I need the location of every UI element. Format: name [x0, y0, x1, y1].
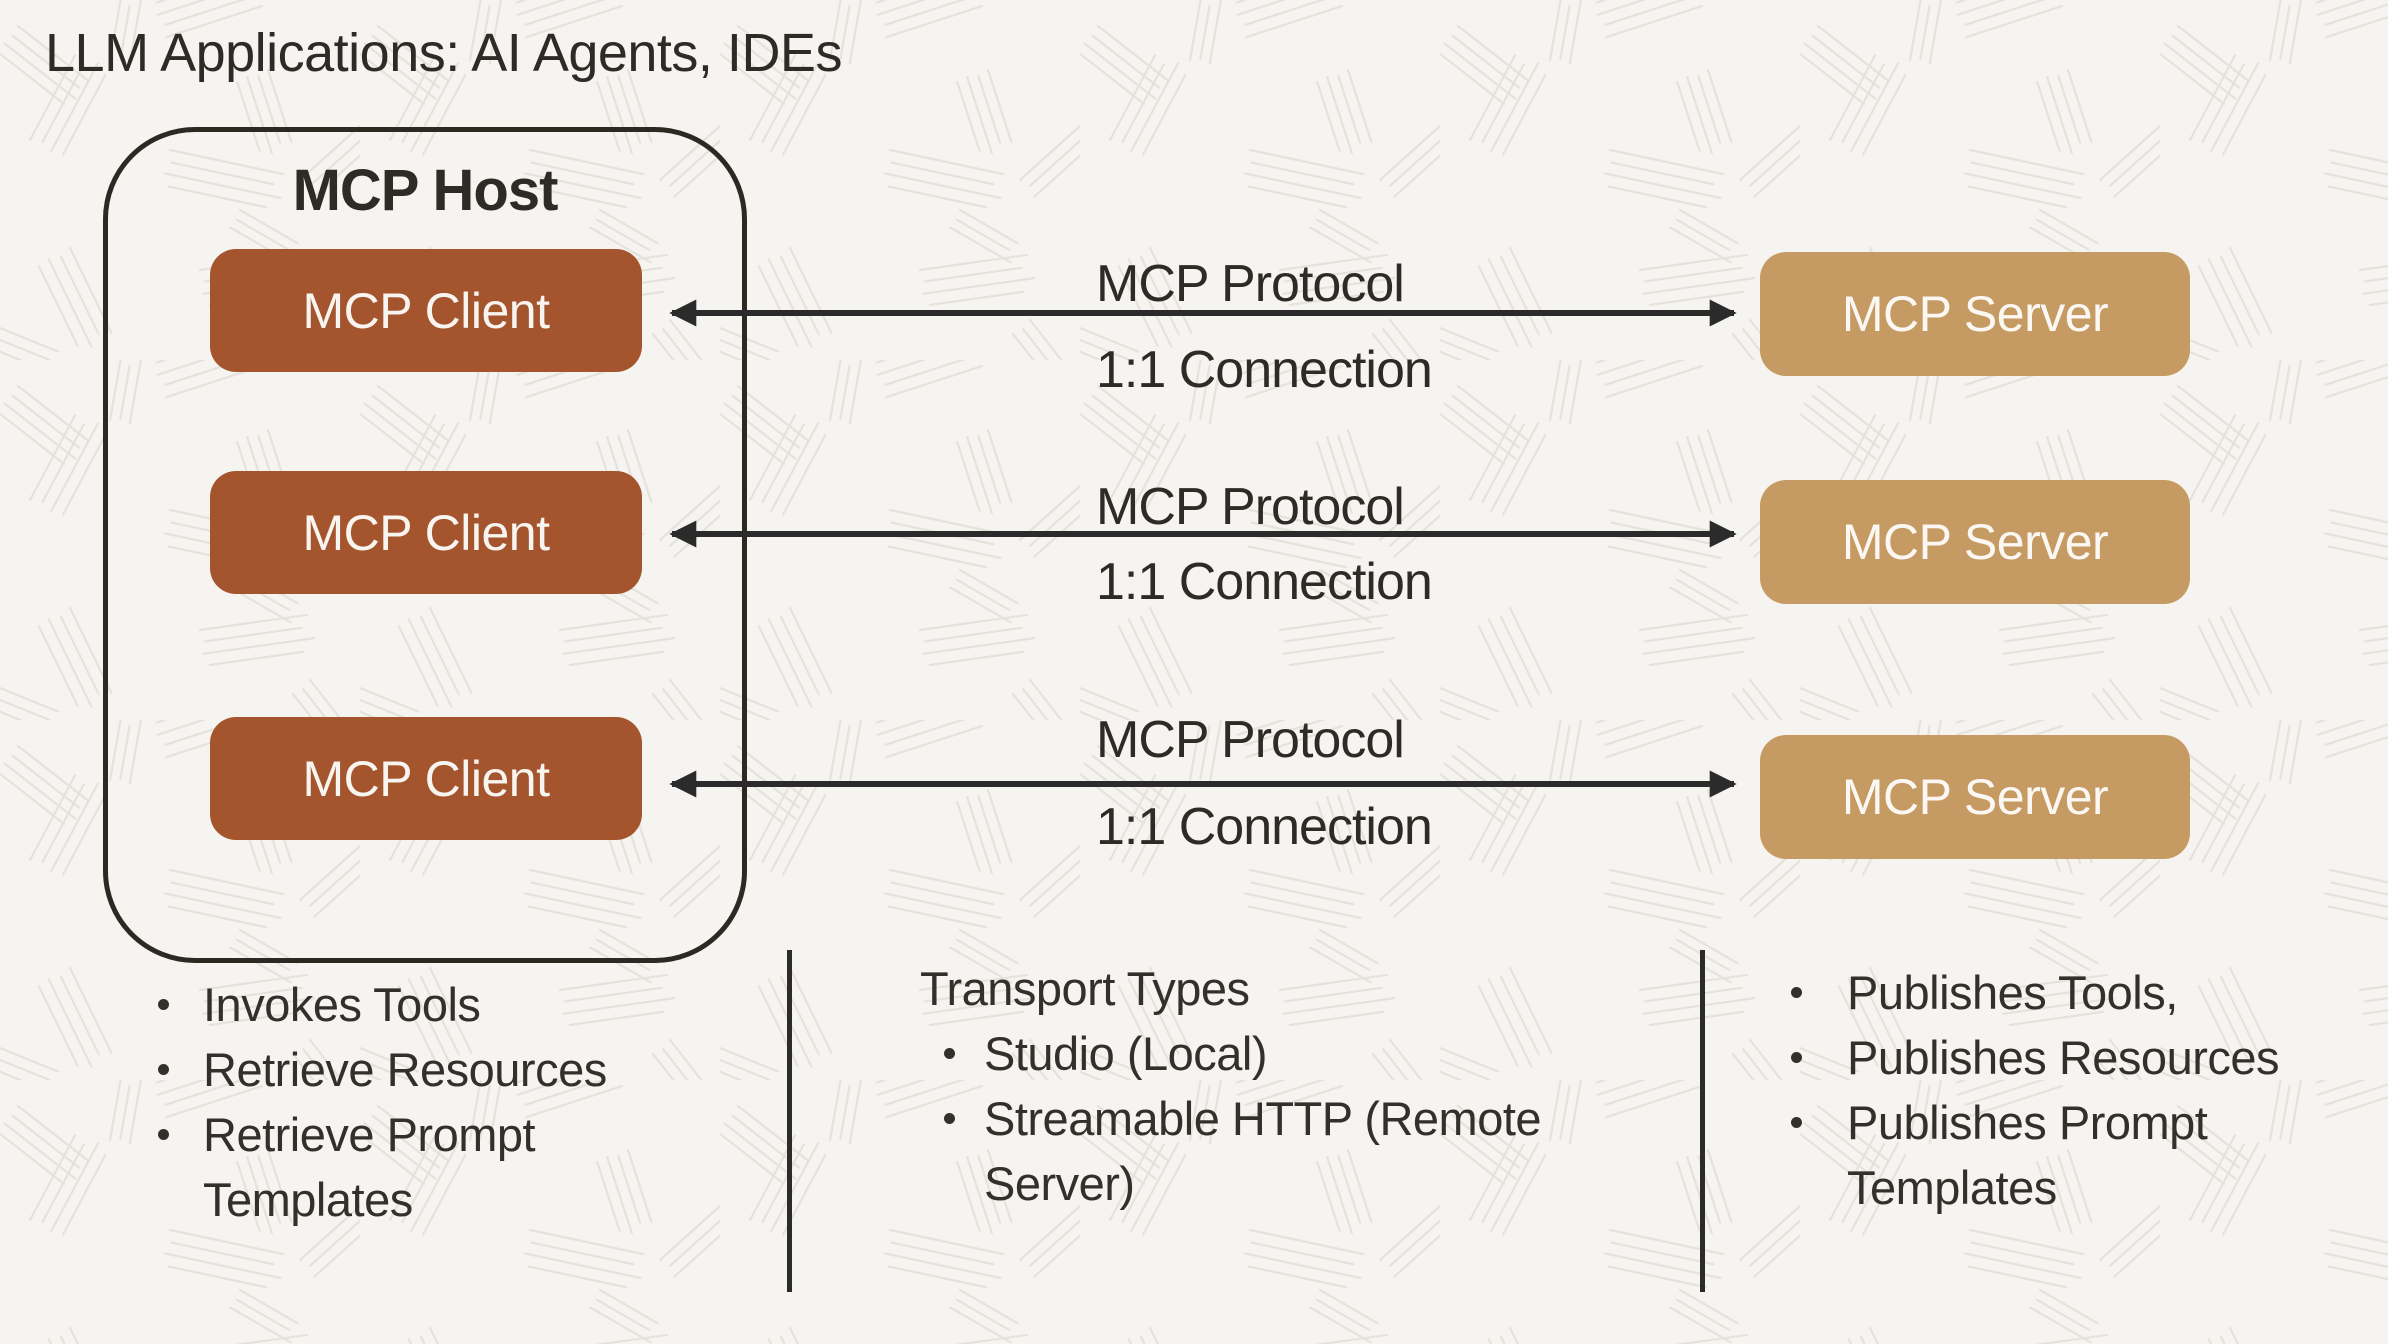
list-item-text: Publishes Tools, — [1847, 966, 2178, 1019]
transport-types-heading: Transport Types — [920, 962, 1250, 1015]
transport-types-column: Transport Types Studio (Local) Streamabl… — [920, 956, 1620, 1216]
list-item: Invokes Tools — [140, 972, 720, 1037]
mcp-server-box-1: MCP Server — [1760, 252, 2190, 376]
bullet-icon — [944, 1048, 955, 1059]
connection-type-label-2: 1:1 Connection — [1096, 553, 1433, 611]
list-item-text: Publishes Resources — [1847, 1031, 2280, 1084]
server-capabilities-list: Publishes Tools, Publishes Resources Pub… — [1785, 960, 2345, 1220]
list-item: Studio (Local) — [920, 1021, 1620, 1086]
bullet-icon — [1791, 1117, 1802, 1128]
mcp-server-box-3: MCP Server — [1760, 735, 2190, 859]
column-divider-right — [1700, 950, 1705, 1292]
transport-types-list: Studio (Local) Streamable HTTP (Remote S… — [920, 1021, 1620, 1216]
list-item: Retrieve Resources — [140, 1037, 720, 1102]
mcp-client-box-2: MCP Client — [210, 471, 642, 594]
list-item-text: Invokes Tools — [203, 978, 481, 1031]
bullet-icon — [1791, 1052, 1802, 1063]
protocol-label-2: MCP Protocol — [1096, 478, 1405, 536]
list-item: Streamable HTTP (Remote Server) — [920, 1086, 1620, 1216]
server-capabilities-column: Publishes Tools, Publishes Resources Pub… — [1785, 960, 2345, 1220]
host-capabilities-column: Invokes Tools Retrieve Resources Retriev… — [140, 972, 720, 1232]
mcp-host-container: MCP Host MCP Client MCP Client MCP Clien… — [103, 127, 747, 963]
connection-type-label-1: 1:1 Connection — [1096, 341, 1433, 399]
connection-type-label-3: 1:1 Connection — [1096, 798, 1433, 856]
mcp-client-box-1: MCP Client — [210, 249, 642, 372]
list-item-text: Retrieve Resources — [203, 1043, 607, 1096]
column-divider-left — [787, 950, 792, 1292]
list-item-text: Publishes Prompt Templates — [1847, 1096, 2208, 1214]
page-title: LLM Applications: AI Agents, IDEs — [45, 23, 842, 83]
list-item: Publishes Tools, — [1785, 960, 2345, 1025]
list-item: Retrieve Prompt Templates — [140, 1102, 720, 1232]
list-item: Publishes Prompt Templates — [1785, 1090, 2345, 1220]
protocol-label-3: MCP Protocol — [1096, 711, 1405, 769]
mcp-host-label: MCP Host — [292, 158, 559, 223]
host-capabilities-list: Invokes Tools Retrieve Resources Retriev… — [140, 972, 720, 1232]
bullet-icon — [158, 1064, 169, 1075]
list-item-text: Streamable HTTP (Remote Server) — [984, 1092, 1542, 1210]
list-item-text: Retrieve Prompt Templates — [203, 1108, 536, 1226]
mcp-server-box-2: MCP Server — [1760, 480, 2190, 604]
list-item-text: Studio (Local) — [984, 1027, 1268, 1080]
bullet-icon — [158, 999, 169, 1010]
mcp-client-box-3: MCP Client — [210, 717, 642, 840]
bullet-icon — [1791, 987, 1802, 998]
bullet-icon — [158, 1129, 169, 1140]
protocol-label-1: MCP Protocol — [1096, 255, 1405, 313]
bullet-icon — [944, 1113, 955, 1124]
list-item: Publishes Resources — [1785, 1025, 2345, 1090]
